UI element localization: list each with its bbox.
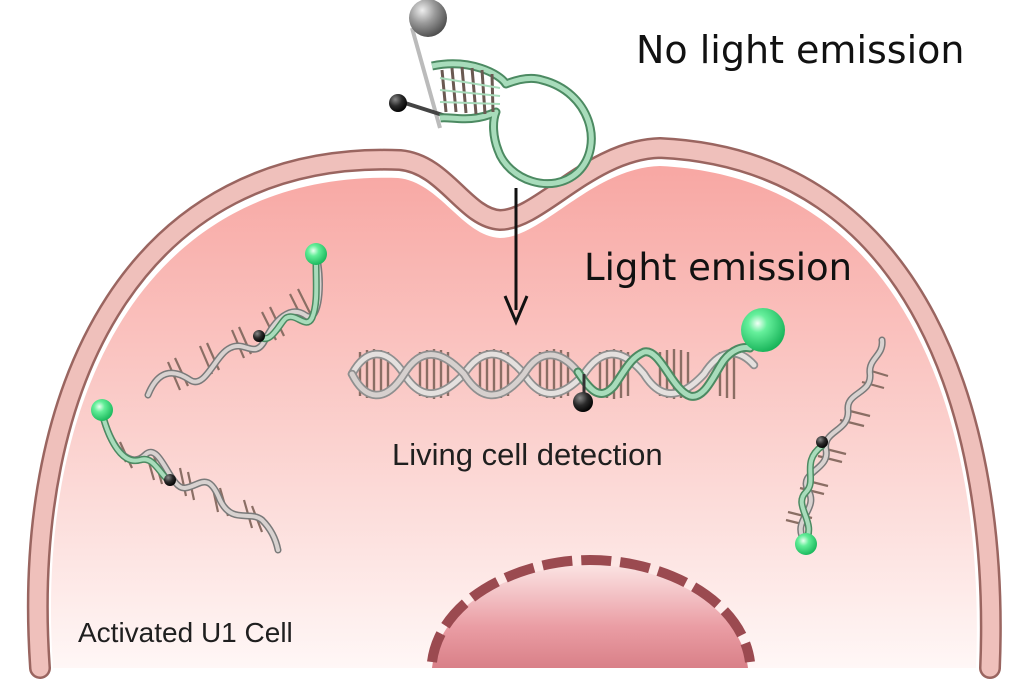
helix-lower-left [91,399,282,554]
label-living-cell-detection: Living cell detection [392,437,663,472]
quencher-sphere-beacon [409,0,447,37]
fluorophore-emitting [741,308,785,352]
nuclear-envelope [427,554,755,663]
helix-upper-left [144,243,327,399]
label-light-emission: Light emission [584,246,853,289]
quencher-sphere-hybrid [573,392,593,412]
fluorophore-quenched [389,94,407,112]
nucleus [432,565,748,668]
label-cell-name: Activated U1 Cell [78,617,293,648]
fluorophore-right [795,533,817,555]
hybridization-arrow [503,188,529,326]
fluorophore-lower-left [91,399,113,421]
cytoplasm [50,166,977,668]
label-no-light-emission: No light emission [636,28,965,72]
molecular-beacon-hairpin [389,0,596,189]
helix-right [785,336,889,555]
fluorophore-upper-left [305,243,327,265]
hybridized-beacon-target [347,308,785,412]
